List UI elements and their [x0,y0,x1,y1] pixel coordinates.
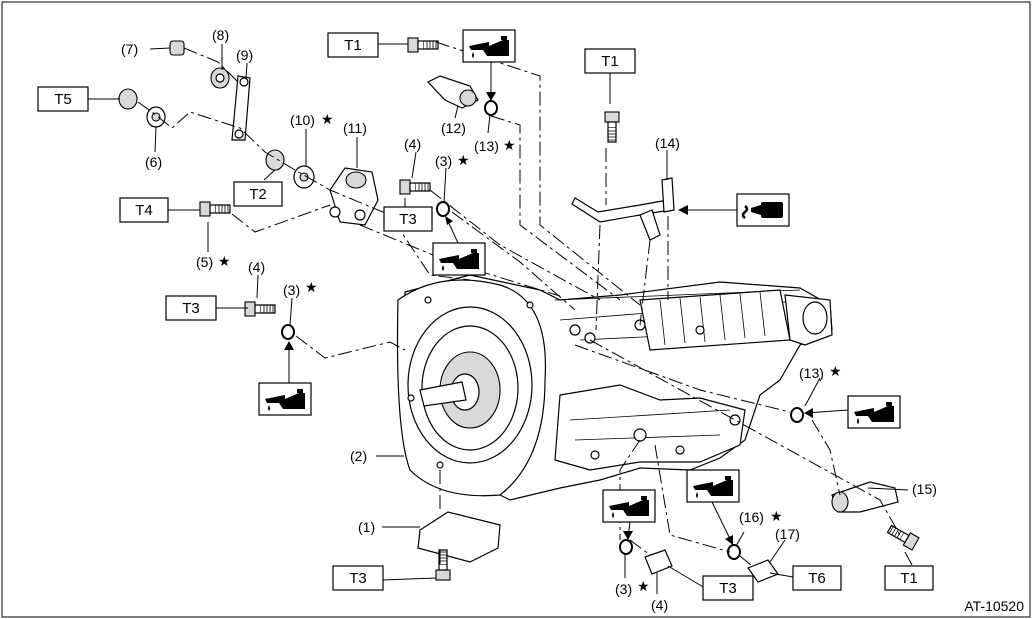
oil-can-icon [258,382,312,416]
oil-can-icon [847,395,901,429]
torque-box-t6: T6 [792,565,842,591]
part-t1-bolt-top [407,37,439,53]
oil-can-icon [602,489,656,523]
torque-box-t3-upper: T3 [383,206,433,232]
part-13-oring-top [484,100,498,116]
part-4-plug-bottom [644,549,673,575]
part-5-bolt [199,201,231,217]
callout-9: (9) [236,47,253,63]
transmission-case [396,274,833,501]
drawing-id: AT-10520 [964,598,1024,614]
callout-10: (10) [290,112,315,128]
callout-13-top-star: ★ [503,137,516,153]
svg-text:T3: T3 [399,211,417,228]
svg-text:T3: T3 [182,300,200,317]
callout-11: (11) [343,120,367,136]
callout-13-right: (13) [799,365,824,381]
callout-14: (14) [655,135,680,151]
callout-5-star: ★ [218,253,231,269]
svg-text:T2: T2 [249,186,267,203]
callout-3-upper: (3) [435,153,452,169]
callout-4-left: (4) [248,259,265,275]
callout-3-left-star: ★ [305,279,318,295]
oil-can-icon [462,29,516,63]
svg-text:T1: T1 [900,570,918,587]
callout-15: (15) [912,481,937,497]
callout-13-top: (13) [474,138,499,154]
callout-13-right-star: ★ [829,363,842,379]
torque-box-t1-center: T1 [584,48,636,74]
callout-10-star: ★ [321,111,334,127]
callout-16-star: ★ [770,508,783,524]
torque-box-t2: T2 [233,181,283,207]
part-4-bolt-left [244,301,276,317]
callout-4-bottom: (4) [651,597,668,613]
oil-can-icon [686,469,740,503]
part-t2-nut [265,149,285,171]
torque-box-t3-bottom-left: T3 [332,565,384,591]
torque-box-t1-top: T1 [327,32,379,58]
part-t1-bolt-bottom [885,522,920,551]
part-3-oring-upper [436,201,450,217]
assembly-lines [137,41,901,568]
torque-box-t1-bottom-right: T1 [884,565,934,591]
callout-7: (7) [121,41,138,57]
torque-box-t3-bottom: T3 [702,575,754,601]
svg-text:T1: T1 [344,37,362,54]
callout-3-upper-star: ★ [457,152,470,168]
callout-1: (1) [358,519,375,535]
grease-tube-icon [735,192,791,228]
torque-box-t3-left: T3 [165,295,217,321]
part-1-cover [417,511,501,563]
callout-8: (8) [212,27,229,43]
callout-2: (2) [350,448,367,464]
svg-text:T5: T5 [54,91,72,108]
svg-text:T3: T3 [719,580,737,597]
callout-3-left: (3) [283,282,300,298]
callout-16: (16) [739,509,764,525]
part-3-oring-left [281,324,295,340]
part-t1-bolt-center [604,111,620,143]
callout-3-bottom: (3) [615,581,632,597]
callout-6: (6) [145,154,162,170]
part-t5-nut [118,88,138,110]
callout-5: (5) [196,254,213,270]
callout-12: (12) [441,120,466,136]
part-3-oring-bottom [619,539,633,555]
oil-can-icon [432,242,486,276]
svg-text:T3: T3 [349,570,367,587]
callout-3-bottom-star: ★ [637,578,650,594]
part-4-bolt-upper [399,179,431,195]
callout-4-upper: (4) [404,136,421,152]
torque-box-t5: T5 [37,86,89,112]
svg-text:T6: T6 [808,570,826,587]
svg-text:T1: T1 [601,53,619,70]
part-13-oring-right [790,407,804,423]
svg-text:T4: T4 [135,202,153,219]
part-7-nut [169,40,185,56]
torque-box-t4: T4 [119,197,169,223]
callout-17: (17) [775,526,800,542]
